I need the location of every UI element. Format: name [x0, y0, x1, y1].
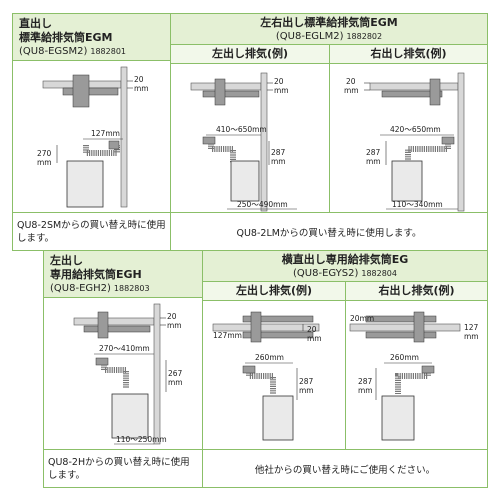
- model-code: (QU8-EGH2)1882803: [50, 283, 150, 294]
- dim-label: 287: [358, 377, 373, 386]
- panel-header: 横直出し専用給排気筒EG (QU8-EGYS2)1882804: [203, 251, 487, 281]
- dim-label: 127mm: [213, 331, 242, 340]
- dim-label: 127: [464, 323, 479, 332]
- dim-unit: mm: [274, 86, 289, 95]
- panel-title: 直出し: [19, 17, 52, 30]
- dim-label: 20: [167, 312, 177, 321]
- diagram-eglm-left: 20 mm 410〜650mm 287 mm 250〜490mm: [190, 72, 297, 212]
- panel-title: 左右出し標準給排気筒EGM: [260, 16, 398, 29]
- dim-unit: mm: [37, 158, 52, 167]
- subheader-left: 左出し排気(例): [171, 44, 329, 64]
- usage-note: 他社からの買い替え時にご使用ください。: [254, 465, 436, 476]
- dim-label: 20: [307, 325, 317, 334]
- panel-title: 専用給排気筒EGH: [50, 268, 142, 281]
- dim-label: 110〜250mm: [116, 435, 167, 444]
- panel-header: 左出し 専用給排気筒EGH (QU8-EGH2)1882803: [44, 251, 202, 297]
- dim-unit: mm: [167, 321, 182, 330]
- dim-unit: mm: [271, 157, 286, 166]
- panel-header: 直出し 標準給排気筒EGM (QU8-EGSM2)1882801: [13, 14, 170, 60]
- dim-label: 20: [346, 77, 356, 86]
- dim-label: 20mm: [350, 314, 374, 323]
- dim-label: 260mm: [255, 353, 284, 362]
- panel-egh: 左出し 専用給排気筒EGH (QU8-EGH2)1882803 20 mm 27…: [43, 250, 203, 488]
- diagram-egh: 20 mm 270〜410mm 267 mm 110〜250mm: [73, 303, 183, 445]
- dim-unit: mm: [134, 84, 149, 93]
- subheader-left: 左出し排気(例): [203, 281, 345, 301]
- usage-note: QU8-2LMからの買い替え時に使用します。: [236, 228, 422, 239]
- usage-note: QU8-2Hからの買い替え時に使用します。: [48, 457, 190, 481]
- dim-label: 270: [37, 149, 52, 158]
- subheader-right: 右出し排気(例): [329, 44, 487, 64]
- dim-unit: mm: [299, 386, 314, 395]
- usage-note: QU8-2SMからの買い替え時に使用します。: [17, 220, 166, 244]
- dim-label: 267: [168, 369, 183, 378]
- dim-unit: mm: [344, 86, 359, 95]
- dim-unit: mm: [168, 378, 183, 387]
- diagram-egys-left: 127mm 20 mm 260mm 287 mm: [212, 311, 322, 441]
- dim-label: 410〜650mm: [216, 125, 267, 134]
- panel-egys: 横直出し専用給排気筒EG (QU8-EGYS2)1882804 左出し排気(例)…: [202, 250, 488, 488]
- dim-label: 127mm: [91, 129, 120, 138]
- panel-eglm: 左右出し標準給排気筒EGM (QU8-EGLM2)1882802 左出し排気(例…: [170, 13, 488, 251]
- diagram-eglm-right: 20 mm 420〜650mm 287 mm 110〜340mm: [344, 72, 465, 212]
- dim-label: 110〜340mm: [392, 200, 443, 209]
- diagram-egys-right: 20mm 127 mm 260mm 287 mm: [349, 311, 479, 441]
- model-code: (QU8-EGLM2)1882802: [275, 31, 383, 42]
- dim-label: 420〜650mm: [390, 125, 441, 134]
- panel-title: 標準給排気筒EGM: [19, 31, 113, 44]
- dim-label: 260mm: [390, 353, 419, 362]
- dim-label: 287: [299, 377, 314, 386]
- model-code: (QU8-EGYS2)1882804: [293, 268, 397, 279]
- dim-label: 20: [134, 75, 144, 84]
- dim-unit: mm: [307, 334, 322, 343]
- dim-label: 287: [271, 148, 286, 157]
- subheader-right: 右出し排気(例): [345, 281, 487, 301]
- dim-label: 20: [274, 77, 284, 86]
- dim-unit: mm: [366, 157, 381, 166]
- diagram-egsm: 20 mm 127mm 270 mm: [37, 66, 149, 208]
- dim-unit: mm: [358, 386, 373, 395]
- dim-label: 287: [366, 148, 381, 157]
- panel-title: 左出し: [50, 254, 83, 267]
- panel-egsm: 直出し 標準給排気筒EGM (QU8-EGSM2)1882801 20 mm 1…: [12, 13, 171, 251]
- dim-label: 270〜410mm: [99, 344, 150, 353]
- model-code: (QU8-EGSM2)1882801: [19, 46, 127, 57]
- dim-unit: mm: [464, 332, 479, 341]
- panel-header: 左右出し標準給排気筒EGM (QU8-EGLM2)1882802: [171, 14, 487, 44]
- dim-label: 250〜490mm: [237, 200, 288, 209]
- panel-title: 横直出し専用給排気筒EG: [281, 253, 409, 266]
